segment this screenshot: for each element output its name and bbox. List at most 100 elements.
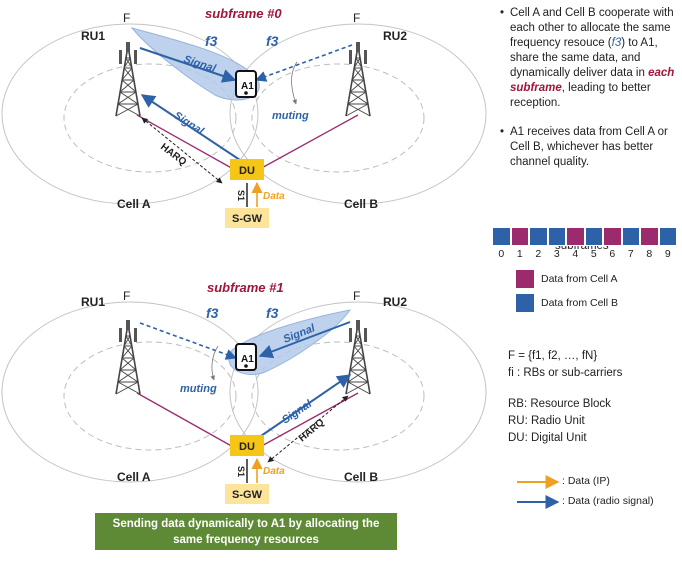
cell-b-inner-zone bbox=[251, 63, 425, 173]
note-text: Cell A and Cell B cooperate with each ot… bbox=[510, 7, 674, 49]
du-box bbox=[230, 435, 264, 456]
tower-right-f: F bbox=[353, 289, 360, 303]
sgw-label: S-GW bbox=[232, 489, 263, 501]
def-f-set: F = {f1, f2, …, fN} bbox=[508, 350, 598, 362]
du-label: DU bbox=[239, 165, 255, 177]
legend-swatch-cell-a bbox=[516, 270, 534, 288]
bottom-banner: Sending data dynamically to A1 by alloca… bbox=[95, 513, 397, 550]
legend-label-cell-b: Data from Cell B bbox=[541, 297, 619, 309]
tower-left-f: F bbox=[123, 11, 130, 25]
muting-pointer bbox=[210, 345, 219, 381]
muting-pointer bbox=[291, 61, 298, 105]
top-panel bbox=[1, 23, 487, 228]
subframe-number: 8 bbox=[646, 248, 653, 260]
cell-a-coverage bbox=[1, 301, 259, 483]
subframe-number: 2 bbox=[535, 248, 542, 260]
cell-b-label: Cell B bbox=[344, 470, 378, 484]
signal-arrow-to-a1 bbox=[258, 321, 351, 359]
data-label: Data bbox=[263, 466, 285, 477]
subframe-number: 4 bbox=[572, 248, 579, 260]
top-panel-labels: subframe #0 RU1 RU2 F F f3 f3 Signal Sig… bbox=[81, 6, 407, 225]
ru2-label: RU2 bbox=[383, 29, 407, 43]
harq-label: HARQ bbox=[297, 417, 327, 444]
subframe-cell bbox=[658, 227, 677, 246]
banner-line-1: Sending data dynamically to A1 by alloca… bbox=[112, 517, 380, 530]
legend-label-cell-a: Data from Cell A bbox=[541, 273, 618, 285]
definitions-block: F = {f1, f2, …, fN} fi : RBs or sub-carr… bbox=[508, 348, 622, 447]
banner-line-2: same frequency resources bbox=[173, 533, 319, 546]
subframe-cell bbox=[584, 227, 603, 246]
ru2-label: RU2 bbox=[383, 295, 407, 309]
subframe-cell bbox=[547, 227, 566, 246]
muting-label: muting bbox=[272, 110, 309, 122]
subframe-number: 0 bbox=[498, 248, 505, 260]
subframe-title: subframe #1 bbox=[207, 280, 284, 295]
cell-a-inner-zone bbox=[63, 341, 237, 451]
cell-b-coverage bbox=[229, 301, 487, 483]
def-du: DU: Digital Unit bbox=[508, 432, 587, 444]
tower-ru1-icon bbox=[115, 41, 141, 117]
note-f3: f3 bbox=[611, 37, 622, 49]
legend-data-ip: : Data (IP) bbox=[562, 475, 610, 487]
subframe-cell bbox=[492, 227, 511, 246]
cell-b-coverage bbox=[229, 23, 487, 205]
harq-arrow bbox=[267, 395, 349, 463]
subframe-number: 6 bbox=[609, 248, 616, 260]
du-label: DU bbox=[239, 441, 255, 453]
subframe-title: subframe #0 bbox=[205, 6, 282, 21]
muted-arrow-from-ru1 bbox=[139, 322, 238, 360]
subframe-cell bbox=[603, 227, 622, 246]
s1-label: S1 bbox=[236, 190, 246, 201]
subframe-number: 7 bbox=[627, 248, 634, 260]
def-fi: fi : RBs or sub-carriers bbox=[508, 367, 623, 379]
tower-ru2-icon bbox=[345, 41, 371, 117]
subframe-number: 3 bbox=[553, 248, 560, 260]
def-rb: RB: Resource Block bbox=[508, 398, 611, 410]
f3-left-label: f3 bbox=[205, 33, 218, 49]
cell-a-label: Cell A bbox=[117, 197, 151, 211]
harq-label: HARQ bbox=[158, 142, 188, 169]
s1-label: S1 bbox=[236, 466, 246, 477]
tower-ru1-icon bbox=[115, 319, 141, 395]
legend-swatch-cell-b bbox=[516, 294, 534, 312]
subframe-strip bbox=[492, 227, 677, 246]
subframe-cell bbox=[621, 227, 640, 246]
ue-label: A1 bbox=[241, 81, 254, 92]
subframe-number: 9 bbox=[664, 248, 671, 260]
subframe-cell bbox=[566, 227, 585, 246]
notes-panel: Cell A and Cell B cooperate with each ot… bbox=[500, 6, 680, 184]
f3-right-label: f3 bbox=[266, 33, 279, 49]
subframe-number: 5 bbox=[590, 248, 597, 260]
link-du-ru2 bbox=[257, 114, 359, 171]
subframe-cell bbox=[640, 227, 659, 246]
data-label: Data bbox=[263, 191, 285, 202]
legend-data-radio: : Data (radio signal) bbox=[562, 495, 654, 507]
legend-cell-b: Data from Cell B bbox=[516, 294, 618, 312]
ru1-label: RU1 bbox=[81, 295, 105, 309]
note-text: , leading to better reception. bbox=[510, 82, 651, 109]
subframe-cell bbox=[510, 227, 529, 246]
cell-a-label: Cell A bbox=[117, 470, 151, 484]
note-emphasis: each subframe bbox=[510, 67, 675, 94]
beam-cell-b bbox=[228, 309, 352, 376]
ue-label: A1 bbox=[241, 354, 254, 365]
tower-right-f: F bbox=[353, 11, 360, 25]
subframe-number: 1 bbox=[516, 248, 523, 260]
link-du-ru1 bbox=[136, 392, 236, 449]
signal-lower-label: Signal bbox=[171, 109, 206, 138]
signal-lower-label: Signal bbox=[280, 398, 315, 427]
subframe-cell bbox=[529, 227, 548, 246]
sgw-label: S-GW bbox=[232, 213, 263, 225]
f3-right-label: f3 bbox=[266, 305, 279, 321]
tower-ru2-icon bbox=[345, 319, 371, 395]
tower-left-f: F bbox=[123, 289, 130, 303]
du-box bbox=[230, 159, 264, 180]
muting-label: muting bbox=[180, 383, 217, 395]
f3-left-label: f3 bbox=[206, 305, 219, 321]
note-text: ) to A1, share the same data, and dynami… bbox=[510, 37, 658, 79]
sgw-box bbox=[225, 208, 269, 228]
sgw-box bbox=[225, 484, 269, 504]
legend-cell-a: Data from Cell A bbox=[516, 270, 617, 288]
